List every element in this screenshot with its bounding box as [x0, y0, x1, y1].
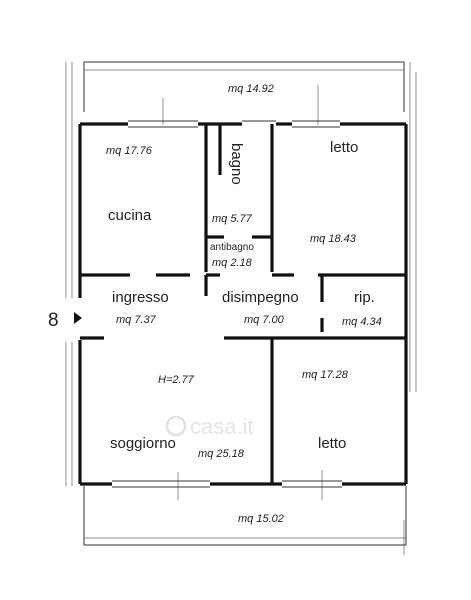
address-number: 8 — [48, 310, 59, 331]
letto-top-area: mq 18.43 — [310, 233, 357, 245]
disimpegno-area: mq 7.00 — [244, 314, 285, 326]
interior-walls — [80, 124, 406, 484]
ingresso-area: mq 7.37 — [116, 314, 157, 326]
bagno-area: mq 5.77 — [212, 213, 253, 225]
antibagno-area: mq 2.18 — [212, 257, 253, 269]
letto-bottom-name: letto — [318, 435, 346, 452]
exterior-lines — [65, 62, 417, 555]
entrance-marker: 8 — [48, 310, 82, 331]
cucina-name: cucina — [108, 207, 152, 224]
soggiorno-name: soggiorno — [110, 435, 176, 452]
terrace-bottom — [83, 470, 407, 546]
antibagno-name: antibagno — [210, 242, 254, 253]
watermark-logo-icon — [165, 415, 187, 437]
rip-area: mq 4.34 — [342, 316, 382, 328]
terrace-top — [83, 61, 405, 125]
windows — [112, 120, 342, 488]
terrace-top-area: mq 14.92 — [228, 83, 274, 95]
rip-name: rip. — [354, 289, 375, 306]
watermark-text: casa.it — [190, 414, 254, 439]
letto-bottom-area: mq 17.28 — [302, 369, 349, 381]
terrace-bottom-area: mq 15.02 — [238, 513, 284, 525]
entrance-arrow-icon — [74, 312, 82, 324]
watermark: casa.it — [165, 414, 254, 439]
height-label: H=2.77 — [158, 374, 195, 386]
ingresso-name: ingresso — [112, 289, 169, 306]
cucina-area: mq 17.76 — [106, 145, 153, 157]
bagno-name: bagno — [228, 143, 245, 185]
letto-top-name: letto — [330, 139, 358, 156]
disimpegno-name: disimpegno — [222, 289, 299, 306]
soggiorno-area: mq 25.18 — [198, 448, 245, 460]
